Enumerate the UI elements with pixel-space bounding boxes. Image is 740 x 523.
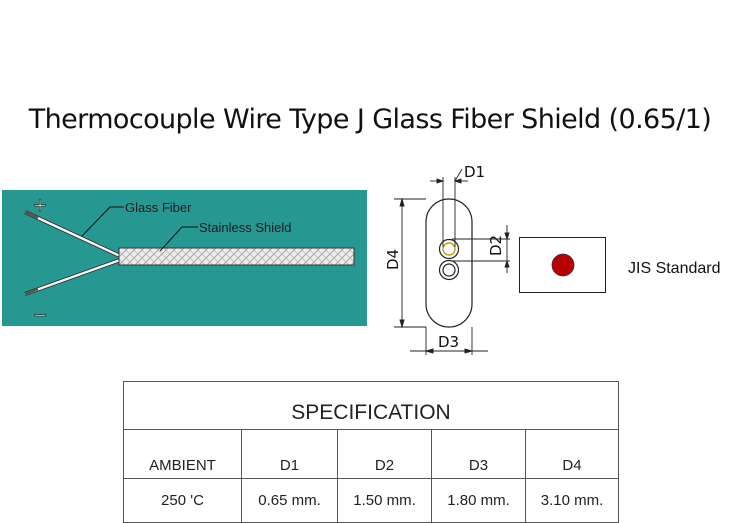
jis-standard-swatch — [519, 237, 606, 293]
dimension-d2-label: D2 — [487, 235, 505, 256]
dimension-d4-label: D4 — [384, 249, 402, 270]
column-header-d4: D4 — [525, 429, 619, 479]
stainless-shield-leader — [159, 226, 198, 252]
cross-section-drawing: D1 D2 D4 D3 — [384, 163, 510, 355]
wire-diagram-panel: + − Glass Fiber Stainless Shield — [2, 190, 367, 326]
value-d1: 0.65 mm. — [241, 478, 338, 523]
stainless-shield — [118, 247, 355, 266]
value-d2: 1.50 mm. — [337, 478, 432, 523]
value-d4: 3.10 mm. — [525, 478, 619, 523]
wire-positive — [24, 210, 121, 258]
glass-fiber-leader — [81, 206, 124, 237]
specification-title: SPECIFICATION — [123, 381, 619, 430]
table-row: 250 'C 0.65 mm. 1.50 mm. 1.80 mm. 3.10 m… — [123, 478, 619, 523]
column-header-ambient: AMBIENT — [123, 429, 242, 479]
jis-color-dot — [551, 253, 575, 277]
value-d3: 1.80 mm. — [431, 478, 526, 523]
negative-terminal-symbol: − — [32, 305, 47, 326]
value-ambient: 250 'C — [123, 478, 242, 523]
positive-terminal-symbol: + — [32, 195, 47, 216]
glass-fiber-label: Glass Fiber — [125, 200, 192, 215]
specification-table: SPECIFICATION AMBIENT D1 D2 D3 D4 250 'C… — [123, 381, 619, 523]
stainless-shield-label: Stainless Shield — [199, 220, 292, 235]
jis-standard-label: JIS Standard — [628, 260, 721, 277]
dimension-d1-label: D1 — [464, 163, 485, 181]
wire-negative — [24, 258, 121, 296]
column-header-d3: D3 — [431, 429, 526, 479]
column-header-d1: D1 — [241, 429, 338, 479]
wire-diagram: + − Glass Fiber Stainless Shield — [24, 195, 355, 326]
dimension-d3-label: D3 — [438, 333, 459, 351]
page-title: Thermocouple Wire Type J Glass Fiber Shi… — [28, 104, 712, 135]
column-header-d2: D2 — [337, 429, 432, 479]
table-header-row: AMBIENT D1 D2 D3 D4 — [123, 429, 619, 479]
